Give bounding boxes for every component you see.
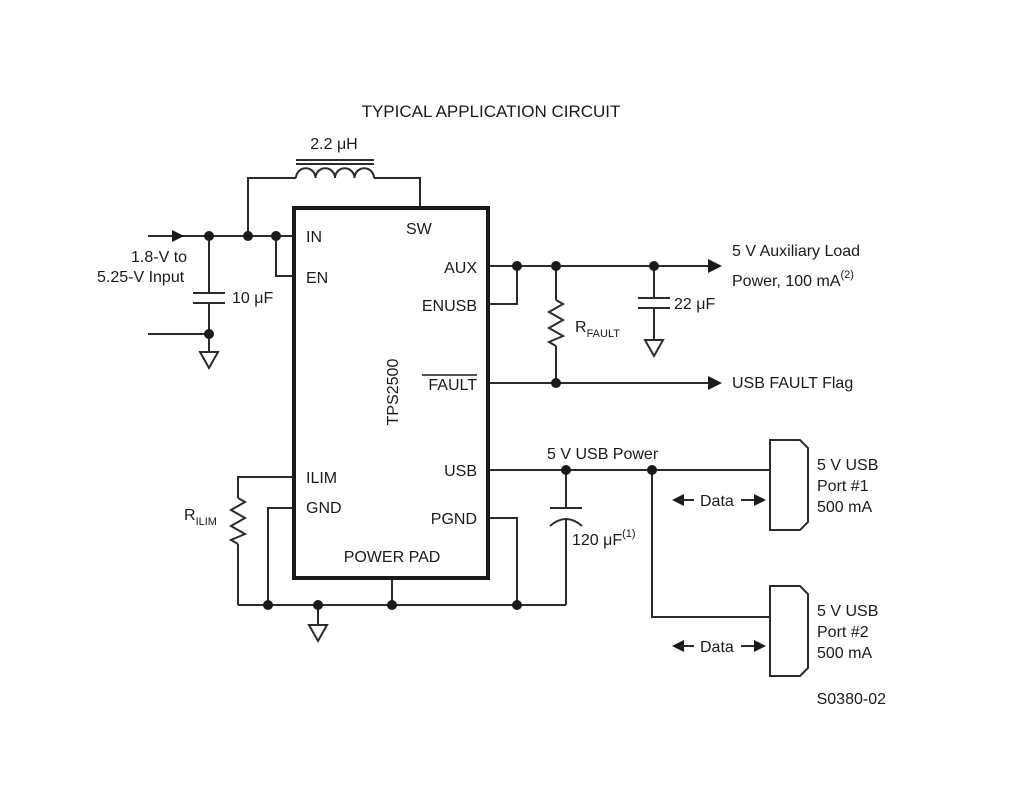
- pin-fault: FAULT: [428, 377, 477, 394]
- pin-gnd: GND: [306, 500, 342, 517]
- usb-port-2-line1: 5 V USB: [817, 603, 878, 620]
- aux-capacitor: 22 μF: [638, 296, 715, 313]
- junction-dot: [649, 261, 659, 271]
- rfault-label-main: R: [575, 319, 587, 336]
- junction-dot: [263, 600, 273, 610]
- chip-body: [292, 206, 490, 580]
- usb-port-2-line3: 500 mA: [817, 645, 872, 662]
- rilim-resistor: RILIM: [184, 497, 248, 545]
- fault-arrow-icon: [708, 376, 722, 390]
- pin-aux: AUX: [444, 260, 477, 277]
- diagram-title: TYPICAL APPLICATION CIRCUIT: [362, 102, 621, 121]
- input-cap-value: 10 μF: [232, 290, 273, 307]
- pin-ilim: ILIM: [306, 470, 337, 487]
- rfault-label-sub: FAULT: [587, 328, 621, 340]
- rfault-zigzag: [546, 299, 566, 347]
- usb-port-1-connector: [769, 439, 809, 531]
- ilim-wire: [237, 476, 294, 498]
- aux-arrow-icon: [708, 259, 722, 273]
- gnd-wire: [267, 507, 294, 605]
- usb-port-1-line3: 500 mA: [817, 499, 872, 516]
- usb-port-1: 5 V USB Port #1 500 mA Data: [672, 439, 878, 531]
- junction-dot: [561, 465, 571, 475]
- pin-pgnd: PGND: [431, 511, 477, 528]
- junction-dot: [313, 600, 323, 610]
- main-ground-icon: [307, 624, 329, 644]
- aux-output-note: (2): [841, 269, 854, 281]
- aux-output-power: Power, 100 mA: [732, 273, 841, 290]
- inductor-value: 2.2 μH: [310, 136, 357, 153]
- pin-enusb: ENUSB: [422, 298, 477, 315]
- rfault-label: RFAULT: [575, 319, 620, 340]
- data-arrow-left-icon: [672, 640, 684, 652]
- junction-dot: [551, 378, 561, 388]
- enusb-tie-wire: [488, 266, 518, 305]
- junction-dot: [512, 600, 522, 610]
- wires: [148, 177, 770, 625]
- aux-output-label-line2: Power, 100 mA(2): [732, 269, 854, 290]
- junction-dots: [204, 231, 659, 610]
- rilim-label-sub: ILIM: [196, 516, 217, 528]
- pin-in: IN: [306, 229, 322, 246]
- usb-cap-label: 120 μF(1): [572, 528, 636, 549]
- figure-id: S0380-02: [817, 691, 886, 708]
- usb-port-1-data: Data: [700, 493, 734, 510]
- junction-dot: [647, 465, 657, 475]
- inductor: 2.2 μH: [295, 136, 375, 179]
- usb-cap-plate-curved: [549, 518, 583, 527]
- data-arrow-left-icon: [672, 494, 684, 506]
- pin-power-pad: POWER PAD: [344, 549, 441, 566]
- usb-port-2-data: Data: [700, 639, 734, 656]
- usb-port-2-connector: [769, 585, 809, 677]
- en-tie-wire: [275, 236, 294, 277]
- rfault-resistor: RFAULT: [546, 299, 620, 347]
- input-label-line2: 5.25-V Input: [97, 269, 185, 286]
- usb-port-1-line1: 5 V USB: [817, 457, 878, 474]
- rilim-label-main: R: [184, 507, 196, 524]
- tps2500-chip: IN EN SW AUX ENUSB FAULT ILIM GND USB PG…: [292, 206, 490, 580]
- pin-usb: USB: [444, 463, 477, 480]
- input-label-line1: 1.8-V to: [131, 249, 187, 266]
- usb-power-label: 5 V USB Power: [547, 446, 659, 463]
- pin-en: EN: [306, 270, 328, 287]
- chip-name: TPS2500: [385, 359, 402, 426]
- usb-port-1-line2: Port #1: [817, 478, 869, 495]
- port2-branch-wire: [651, 470, 770, 618]
- inductor-right-wire: [374, 177, 421, 208]
- junction-dot: [512, 261, 522, 271]
- junction-dot: [271, 231, 281, 241]
- data-arrow-right-icon: [754, 640, 766, 652]
- junction-dot: [551, 261, 561, 271]
- inductor-left-wire: [247, 177, 296, 236]
- input-ground-icon: [198, 351, 220, 371]
- pin-sw: SW: [406, 221, 433, 238]
- fault-flag-label: USB FAULT Flag: [732, 375, 853, 392]
- aux-output-label-line1: 5 V Auxiliary Load: [732, 243, 860, 260]
- usb-capacitor: 120 μF(1): [549, 507, 636, 549]
- usb-port-2: 5 V USB Port #2 500 mA Data: [672, 585, 878, 677]
- usb-cap-note: (1): [622, 528, 635, 540]
- rilim-zigzag: [228, 497, 248, 545]
- junction-dot: [243, 231, 253, 241]
- input-arrow-icon: [172, 230, 184, 242]
- rilim-label: RILIM: [184, 507, 217, 528]
- aux-ground-icon: [643, 339, 665, 359]
- data-arrow-right-icon: [754, 494, 766, 506]
- inductor-coil: [295, 167, 375, 179]
- pgnd-wire: [488, 517, 518, 605]
- aux-cap-value: 22 μF: [674, 296, 715, 313]
- usb-cap-value: 120 μF: [572, 532, 622, 549]
- junction-dot: [204, 329, 214, 339]
- input-capacitor: 10 μF: [193, 290, 273, 307]
- junction-dot: [204, 231, 214, 241]
- usb-port-2-line2: Port #2: [817, 624, 869, 641]
- junction-dot: [387, 600, 397, 610]
